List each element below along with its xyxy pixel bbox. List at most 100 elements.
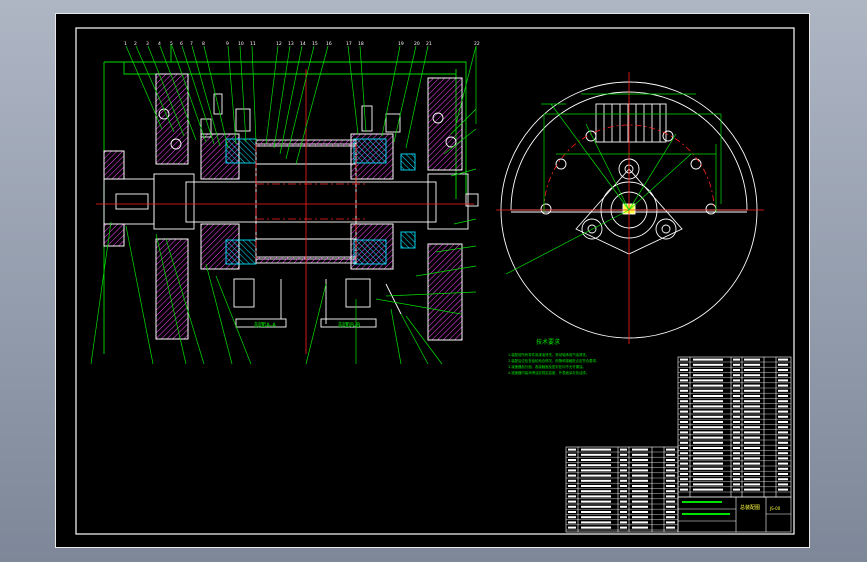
table-cell-mark [778,374,788,377]
table-cell-mark [778,358,788,361]
table-cell-mark [666,469,675,472]
table-cell-mark [666,505,675,508]
table-cell-mark [733,410,740,413]
table-cell-mark [680,369,688,371]
table-cell-mark [778,421,788,423]
parts-list [565,356,792,533]
svg-text:16: 16 [326,41,332,47]
table-cell-mark [680,426,688,429]
table-cell-mark [568,511,576,513]
table-cell-mark [620,500,627,503]
table-cell-mark [693,384,723,387]
table-cell-mark [666,479,675,482]
table-cell-mark [693,426,723,429]
table-cell-mark [744,384,760,387]
section-label-left: 剖面A-A [254,321,277,329]
table-cell-mark [778,441,788,444]
table-cell-mark [778,400,788,403]
table-cell-mark [682,513,730,515]
table-cell-mark [778,452,788,455]
table-cell-mark [778,462,788,465]
svg-text:5: 5 [170,41,173,47]
table-cell-mark [581,469,611,472]
table-cell-mark [744,374,760,377]
table-cell-mark [680,374,688,377]
table-cell-mark [568,464,576,467]
table-cell-mark [733,436,740,439]
table-cell-mark [693,389,723,392]
table-cell-mark [733,415,740,418]
table-cell-mark [568,485,576,487]
table-cell-mark [733,447,740,449]
table-cell-mark [581,526,611,529]
svg-text:14: 14 [300,41,306,47]
table-cell-mark [744,395,760,397]
table-cell-mark [632,521,648,524]
section-label-right: 剖面B-B [338,321,360,329]
table-cell-mark [620,459,627,461]
svg-text:22: 22 [474,41,480,47]
svg-text:4: 4 [158,41,161,47]
table-cell-mark [620,469,627,472]
technical-notes: 技术要求 1.装配前所有零件用煤油清洗，滚动轴承用汽油清洗。 2.装配后应检查齿… [508,338,599,375]
table-cell-mark [744,379,760,382]
table-cell-mark [693,415,723,418]
table-cell-mark [568,490,576,493]
table-cell-mark [733,358,740,361]
svg-text:19: 19 [398,41,404,47]
table-cell-mark [568,500,576,503]
table-cell-mark [581,485,611,487]
table-cell-mark [693,405,723,408]
table-cell-mark [568,459,576,461]
table-cell-mark [693,421,723,423]
table-cell-mark [733,473,740,475]
table-cell-mark [693,358,723,361]
table-cell-mark [693,436,723,439]
table-cell-mark [733,400,740,403]
table-cell-mark [620,505,627,508]
svg-text:1: 1 [124,41,127,47]
table-cell-mark [778,410,788,413]
table-cell-mark [778,436,788,439]
table-cell-mark [744,478,760,481]
table-cell-mark [744,426,760,429]
table-cell-mark [733,441,740,444]
table-cell-mark [744,462,760,465]
table-cell-mark [680,473,688,475]
table-cell-mark [744,415,760,418]
svg-text:13: 13 [288,41,294,47]
table-cell-mark [680,452,688,455]
table-cell-mark [666,490,675,493]
end-view-centerlines [496,72,764,344]
table-cell-mark [581,464,611,467]
table-cell-mark [581,511,611,513]
table-cell-mark [581,505,611,508]
table-cell-mark [581,521,611,524]
section-labels: 剖面A-A 剖面B-B [254,321,360,329]
table-cell-mark [778,395,788,397]
table-cell-mark [680,478,688,481]
table-cell-mark [733,426,740,429]
table-cell-mark [693,447,723,449]
table-cell-mark [568,505,576,508]
svg-text:18: 18 [358,41,364,47]
table-cell-mark [680,395,688,397]
table-cell-mark [733,478,740,481]
table-cell-mark [620,464,627,467]
section-view [103,44,479,354]
table-cell-mark [744,389,760,392]
table-cell-mark [733,488,740,491]
inner-border [75,27,795,535]
table-cell-mark [581,448,611,451]
table-cell-mark [680,363,688,366]
table-cell-mark [693,395,723,397]
table-cell-mark [680,389,688,392]
parts-list-fill [568,358,788,529]
table-cell-mark [568,474,576,477]
parts-list-rows [566,361,791,531]
table-cell-mark [744,410,760,413]
table-cell-mark [778,379,788,382]
svg-text:15: 15 [312,41,318,47]
table-cell-mark [632,495,648,498]
